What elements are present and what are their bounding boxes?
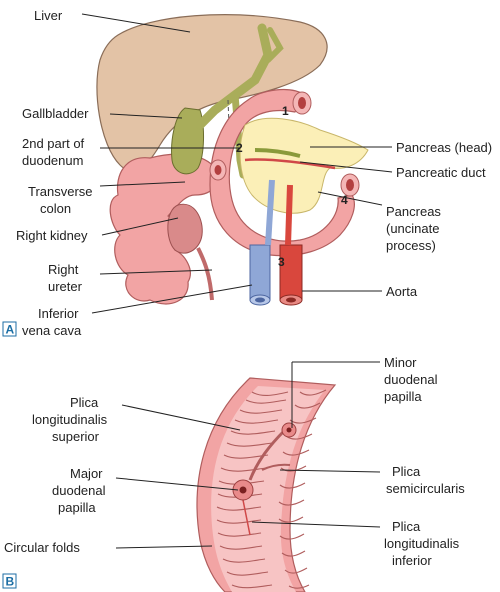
label-transverse-colon-line2: colon [40,201,71,216]
duodenum-part-3-number: 3 [278,255,285,269]
panel-a-illustration [96,14,369,306]
label-transverse-colon-line1: Transverse [28,184,93,199]
label-pancreas-uncinate-line2: (uncinate [386,221,439,236]
label-minor-papilla-line1: Minor [384,355,417,370]
label-plica-sup-line1: Plica [70,395,99,410]
label-minor-papilla-line3: papilla [384,389,422,404]
label-plica-sup-line2: longitudinalis [32,412,108,427]
ivc-vessel [249,179,275,306]
duodenum-shape [209,89,355,257]
label-pancreatic-duct: Pancreatic duct [396,165,486,180]
label-plica-inf-line1: Plica [392,519,421,534]
circular-folds [216,389,327,589]
label-semicircularis-line2: semicircularis [386,481,465,496]
label-plica-inf-line2: longitudinalis [384,536,460,551]
panel-b-illustration [196,377,337,592]
panel-b-leader-lines [115,361,381,549]
panel-a-leader-lines [81,13,393,314]
label-minor-papilla-line2: duodenal [384,372,438,387]
label-major-papilla-line3: papilla [58,500,96,515]
label-pancreas-uncinate-line1: Pancreas [386,204,441,219]
panel-b-tag-box [2,573,17,589]
plica-longitudinalis-inferior [242,499,251,536]
aorta-vessel [279,184,303,306]
bile-duct-shape [195,23,273,130]
label-right-ureter-line2: ureter [48,279,83,294]
panel-a-tag: A [6,323,15,337]
plica-semicircularis [261,463,291,471]
duodenum-part-1-number: 1 [282,104,289,118]
label-semicircularis-line1: Plica [392,464,421,479]
label-gallbladder: Gallbladder [22,106,89,121]
label-ivc-line1: Inferior [38,306,79,321]
pancreatic-duct-shape [244,158,336,170]
panel-b-tag: B [6,575,15,589]
label-duodenum-2nd-line1: 2nd part of [22,136,85,151]
label-aorta: Aorta [386,284,418,299]
panel-a-tag-box [2,321,17,337]
right-kidney-shape [167,203,203,254]
label-major-papilla-line2: duodenal [52,483,106,498]
duodenum-part-4-number: 4 [341,193,348,207]
label-pancreas-head: Pancreas (head) [396,140,492,155]
label-plica-inf-line3: inferior [392,553,432,568]
label-plica-sup-line3: superior [52,429,100,444]
plica-longitudinalis-superior [248,428,287,481]
label-right-kidney: Right kidney [16,228,88,243]
label-duodenum-2nd-line2: duodenum [22,153,83,168]
label-liver: Liver [34,8,63,23]
gallbladder-shape [171,107,204,175]
label-major-papilla-line1: Major [70,466,103,481]
label-circular-folds: Circular folds [4,540,80,555]
label-ivc-line2: vena cava [22,323,82,338]
label-right-ureter-line1: Right [48,262,79,277]
label-pancreas-uncinate-line3: process) [386,238,436,253]
